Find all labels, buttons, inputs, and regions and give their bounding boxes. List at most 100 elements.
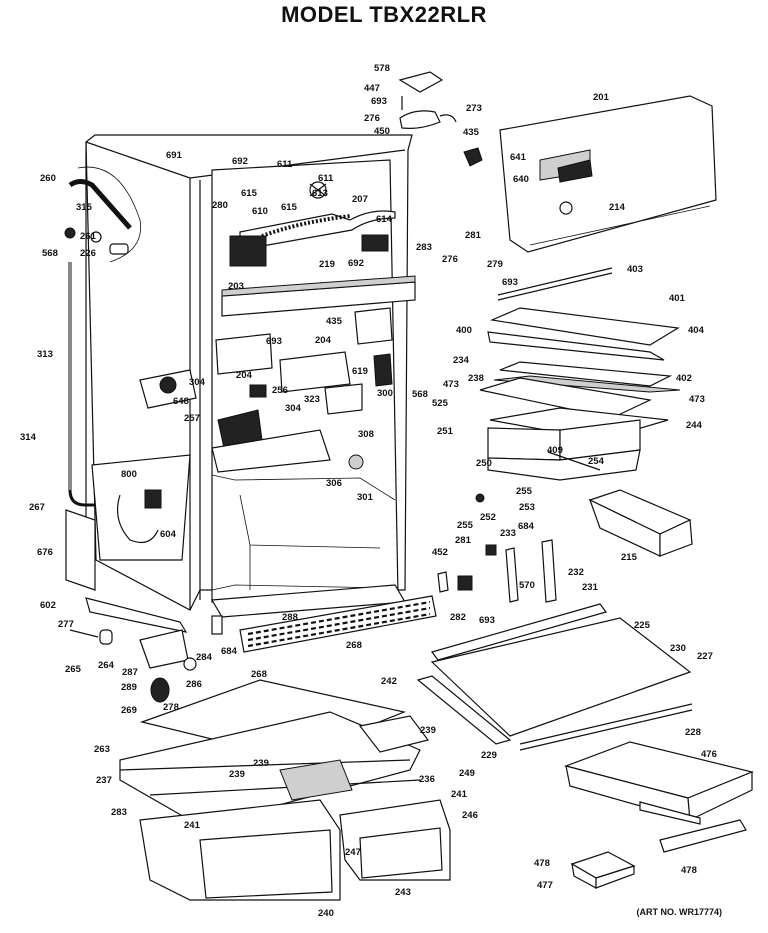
part-label: 203 bbox=[228, 281, 244, 292]
art-number: (ART NO. WR17774) bbox=[636, 907, 722, 917]
part-label: 207 bbox=[352, 194, 368, 205]
part-label: 447 bbox=[364, 83, 380, 94]
part-label: 215 bbox=[621, 552, 638, 563]
part-label: 256 bbox=[272, 385, 288, 396]
part-label: 401 bbox=[669, 293, 686, 304]
part-label: 255 bbox=[457, 520, 474, 531]
part-label: 265 bbox=[65, 664, 82, 675]
part-label: 304 bbox=[285, 403, 302, 414]
part-label: 253 bbox=[519, 502, 535, 513]
freezer-fan-assembly bbox=[229, 181, 396, 267]
part-label: 684 bbox=[518, 521, 535, 532]
part-label: 313 bbox=[37, 349, 53, 360]
part-label: 301 bbox=[357, 492, 374, 503]
part-label: 228 bbox=[685, 727, 701, 738]
part-label: 473 bbox=[689, 394, 705, 405]
part-label: 404 bbox=[688, 325, 705, 336]
part-label: 693 bbox=[266, 336, 282, 347]
part-label: 264 bbox=[98, 660, 115, 671]
part-label: 268 bbox=[251, 669, 267, 680]
part-label: 611 bbox=[277, 159, 293, 170]
part-label: 231 bbox=[582, 582, 599, 593]
part-label: 239 bbox=[253, 758, 269, 769]
part-label: 282 bbox=[450, 612, 466, 623]
part-label: 269 bbox=[121, 705, 137, 716]
part-label: 570 bbox=[519, 580, 535, 591]
part-label: 239 bbox=[229, 769, 245, 780]
part-label: 409 bbox=[547, 445, 563, 456]
part-label: 214 bbox=[609, 202, 626, 213]
part-label: 435 bbox=[463, 127, 480, 138]
part-label: 619 bbox=[352, 366, 368, 377]
part-label: 400 bbox=[456, 325, 472, 336]
part-label: 247 bbox=[345, 847, 361, 858]
part-label: 230 bbox=[670, 643, 686, 654]
part-label: 243 bbox=[395, 887, 411, 898]
part-label: 315 bbox=[76, 202, 93, 213]
part-label: 241 bbox=[451, 789, 468, 800]
part-label: 306 bbox=[326, 478, 342, 489]
part-label: 233 bbox=[500, 528, 516, 539]
part-label: 684 bbox=[221, 646, 238, 657]
part-label: 267 bbox=[29, 502, 45, 513]
part-label: 693 bbox=[502, 277, 518, 288]
part-label: 244 bbox=[686, 420, 703, 431]
crisper-drawers bbox=[139, 799, 451, 901]
part-label: 615 bbox=[241, 188, 258, 199]
part-label: 604 bbox=[160, 529, 177, 540]
part-label: 232 bbox=[568, 567, 584, 578]
part-label: 478 bbox=[534, 858, 550, 869]
part-label: 288 bbox=[282, 612, 298, 623]
part-label: 289 bbox=[121, 682, 137, 693]
part-label: 284 bbox=[196, 652, 213, 663]
meat-pan bbox=[564, 741, 754, 825]
part-label: 239 bbox=[420, 725, 436, 736]
part-label: 614 bbox=[376, 214, 393, 225]
part-label: 478 bbox=[681, 865, 697, 876]
part-label: 477 bbox=[537, 880, 553, 891]
part-label: 403 bbox=[627, 264, 643, 275]
part-label: 260 bbox=[40, 173, 56, 184]
machine-comp-inset bbox=[91, 454, 191, 561]
part-label: 435 bbox=[326, 316, 343, 327]
part-label: 648 bbox=[173, 396, 189, 407]
part-label: 276 bbox=[364, 113, 380, 124]
part-label: 283 bbox=[416, 242, 432, 253]
part-label: 279 bbox=[487, 259, 503, 270]
part-label: 234 bbox=[453, 355, 470, 366]
part-label: 691 bbox=[166, 150, 183, 161]
freezer-shelf-stack bbox=[479, 267, 681, 481]
part-label: 255 bbox=[516, 486, 533, 497]
rear-panel-267 bbox=[65, 509, 96, 591]
part-label: 287 bbox=[122, 667, 138, 678]
part-label: 281 bbox=[455, 535, 472, 546]
part-label: 525 bbox=[432, 398, 449, 409]
part-label: 676 bbox=[37, 547, 53, 558]
part-label: 250 bbox=[476, 458, 492, 469]
part-label: 476 bbox=[701, 749, 717, 760]
part-label: 251 bbox=[437, 426, 454, 437]
kick-grille bbox=[239, 595, 437, 653]
part-label: 261 bbox=[80, 231, 97, 242]
part-label: 273 bbox=[466, 103, 482, 114]
water-tube-parts bbox=[64, 166, 142, 507]
part-label: 225 bbox=[634, 620, 651, 631]
part-label: 204 bbox=[315, 335, 332, 346]
part-label: 278 bbox=[163, 702, 179, 713]
crisper-frame bbox=[119, 711, 430, 827]
part-label: 280 bbox=[212, 200, 228, 211]
part-label: 402 bbox=[676, 373, 692, 384]
lower-hinge-parts bbox=[69, 597, 223, 703]
part-label: 693 bbox=[479, 615, 495, 626]
part-label: 613 bbox=[312, 188, 328, 199]
control-cluster bbox=[139, 307, 393, 473]
part-label: 641 bbox=[510, 152, 527, 163]
part-label: 286 bbox=[186, 679, 202, 690]
part-label: 452 bbox=[432, 547, 448, 558]
part-label: 568 bbox=[412, 389, 428, 400]
part-label: 602 bbox=[40, 600, 56, 611]
part-label: 204 bbox=[236, 370, 253, 381]
part-label: 263 bbox=[94, 744, 110, 755]
part-label: 323 bbox=[304, 394, 320, 405]
